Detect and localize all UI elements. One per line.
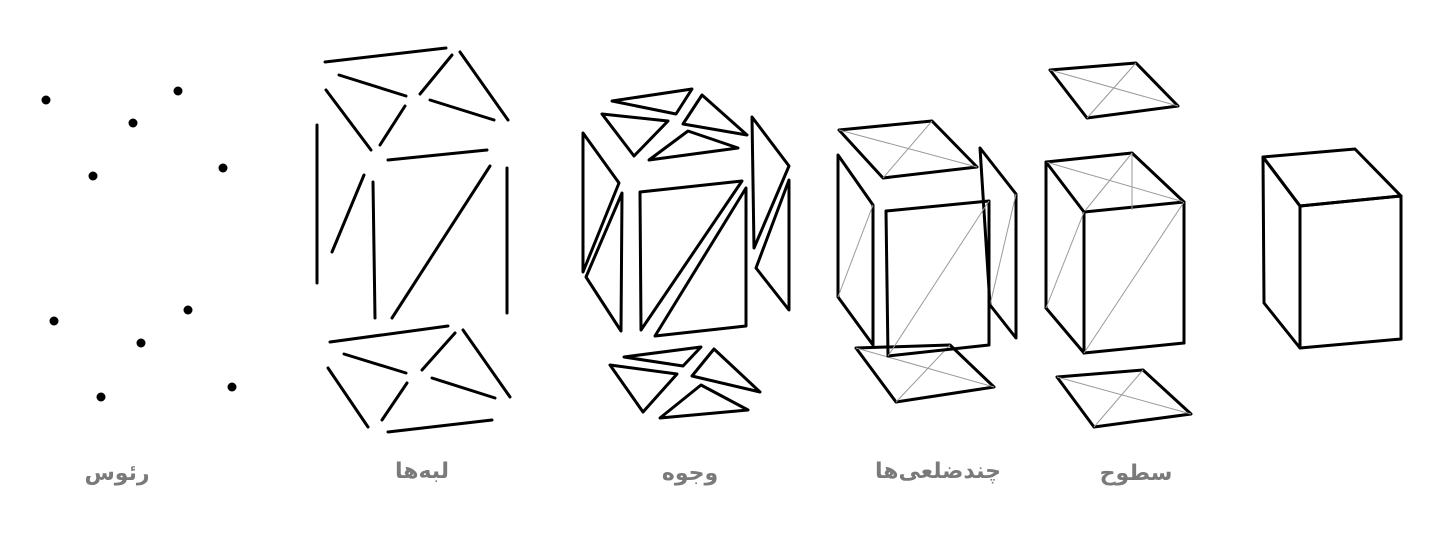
edge-line [460, 52, 508, 120]
edge-line [328, 368, 368, 427]
label-surfaces: سطوح [1100, 461, 1173, 486]
face-triangle [583, 133, 619, 272]
box-left-face [1263, 157, 1300, 348]
label-faces: وجوه [662, 461, 718, 486]
edge-line [330, 326, 448, 342]
vertices-figure [42, 87, 237, 402]
edge-line [339, 75, 406, 96]
polygon-quad-right [980, 148, 1016, 338]
edge-line [325, 48, 446, 62]
solid-box-figure [1263, 149, 1401, 348]
vertex-dot [137, 339, 146, 348]
face-triangle [756, 180, 789, 310]
edge-line [392, 166, 490, 318]
edge-line [388, 420, 492, 432]
face-triangle [683, 95, 747, 135]
vertex-dot [42, 96, 51, 105]
edge-line [344, 354, 406, 373]
box-front-face [1300, 196, 1401, 348]
polygon-quad-front [886, 201, 989, 356]
edge-line [332, 175, 364, 252]
edge-line [388, 150, 487, 160]
polygon-quad-left [838, 155, 873, 345]
polygon-quad-top [839, 121, 977, 178]
edge-line [373, 182, 375, 318]
edge-line [380, 106, 405, 145]
vertex-dot [50, 317, 59, 326]
surface-body [1046, 153, 1184, 353]
vertex-dot [129, 119, 138, 128]
face-triangle [649, 131, 738, 160]
edge-line [432, 378, 495, 398]
face-triangle [586, 193, 622, 331]
surface-cap-bottom [1057, 370, 1191, 427]
face-triangle [624, 347, 701, 366]
face-triangle [602, 114, 668, 156]
label-edges: لبه‌ها [395, 459, 449, 484]
faces-figure [583, 89, 789, 418]
face-triangle [640, 181, 742, 330]
vertex-dot [219, 164, 228, 173]
vertex-dot [228, 383, 237, 392]
edge-line [422, 333, 455, 370]
edge-line [382, 383, 407, 420]
surfaces-figure [1046, 63, 1191, 427]
label-vertices: رئوس [84, 461, 149, 486]
face-triangle [610, 365, 677, 412]
face-triangle [612, 89, 692, 114]
edge-line [326, 90, 371, 150]
vertex-dot [184, 306, 193, 315]
face-triangle [660, 385, 748, 418]
edge-line [420, 55, 452, 94]
edges-figure [317, 48, 510, 432]
vertex-dot [174, 87, 183, 96]
edge-line [463, 330, 510, 397]
edge-line [430, 100, 494, 120]
label-polygons: چندضلعی‌ها [875, 459, 1001, 484]
polygon-quad-bottom [856, 345, 994, 402]
polygons-figure [838, 121, 1016, 402]
vertex-dot [97, 393, 106, 402]
face-triangle [655, 188, 746, 336]
surface-cap-top [1050, 63, 1178, 118]
vertex-dot [89, 172, 98, 181]
